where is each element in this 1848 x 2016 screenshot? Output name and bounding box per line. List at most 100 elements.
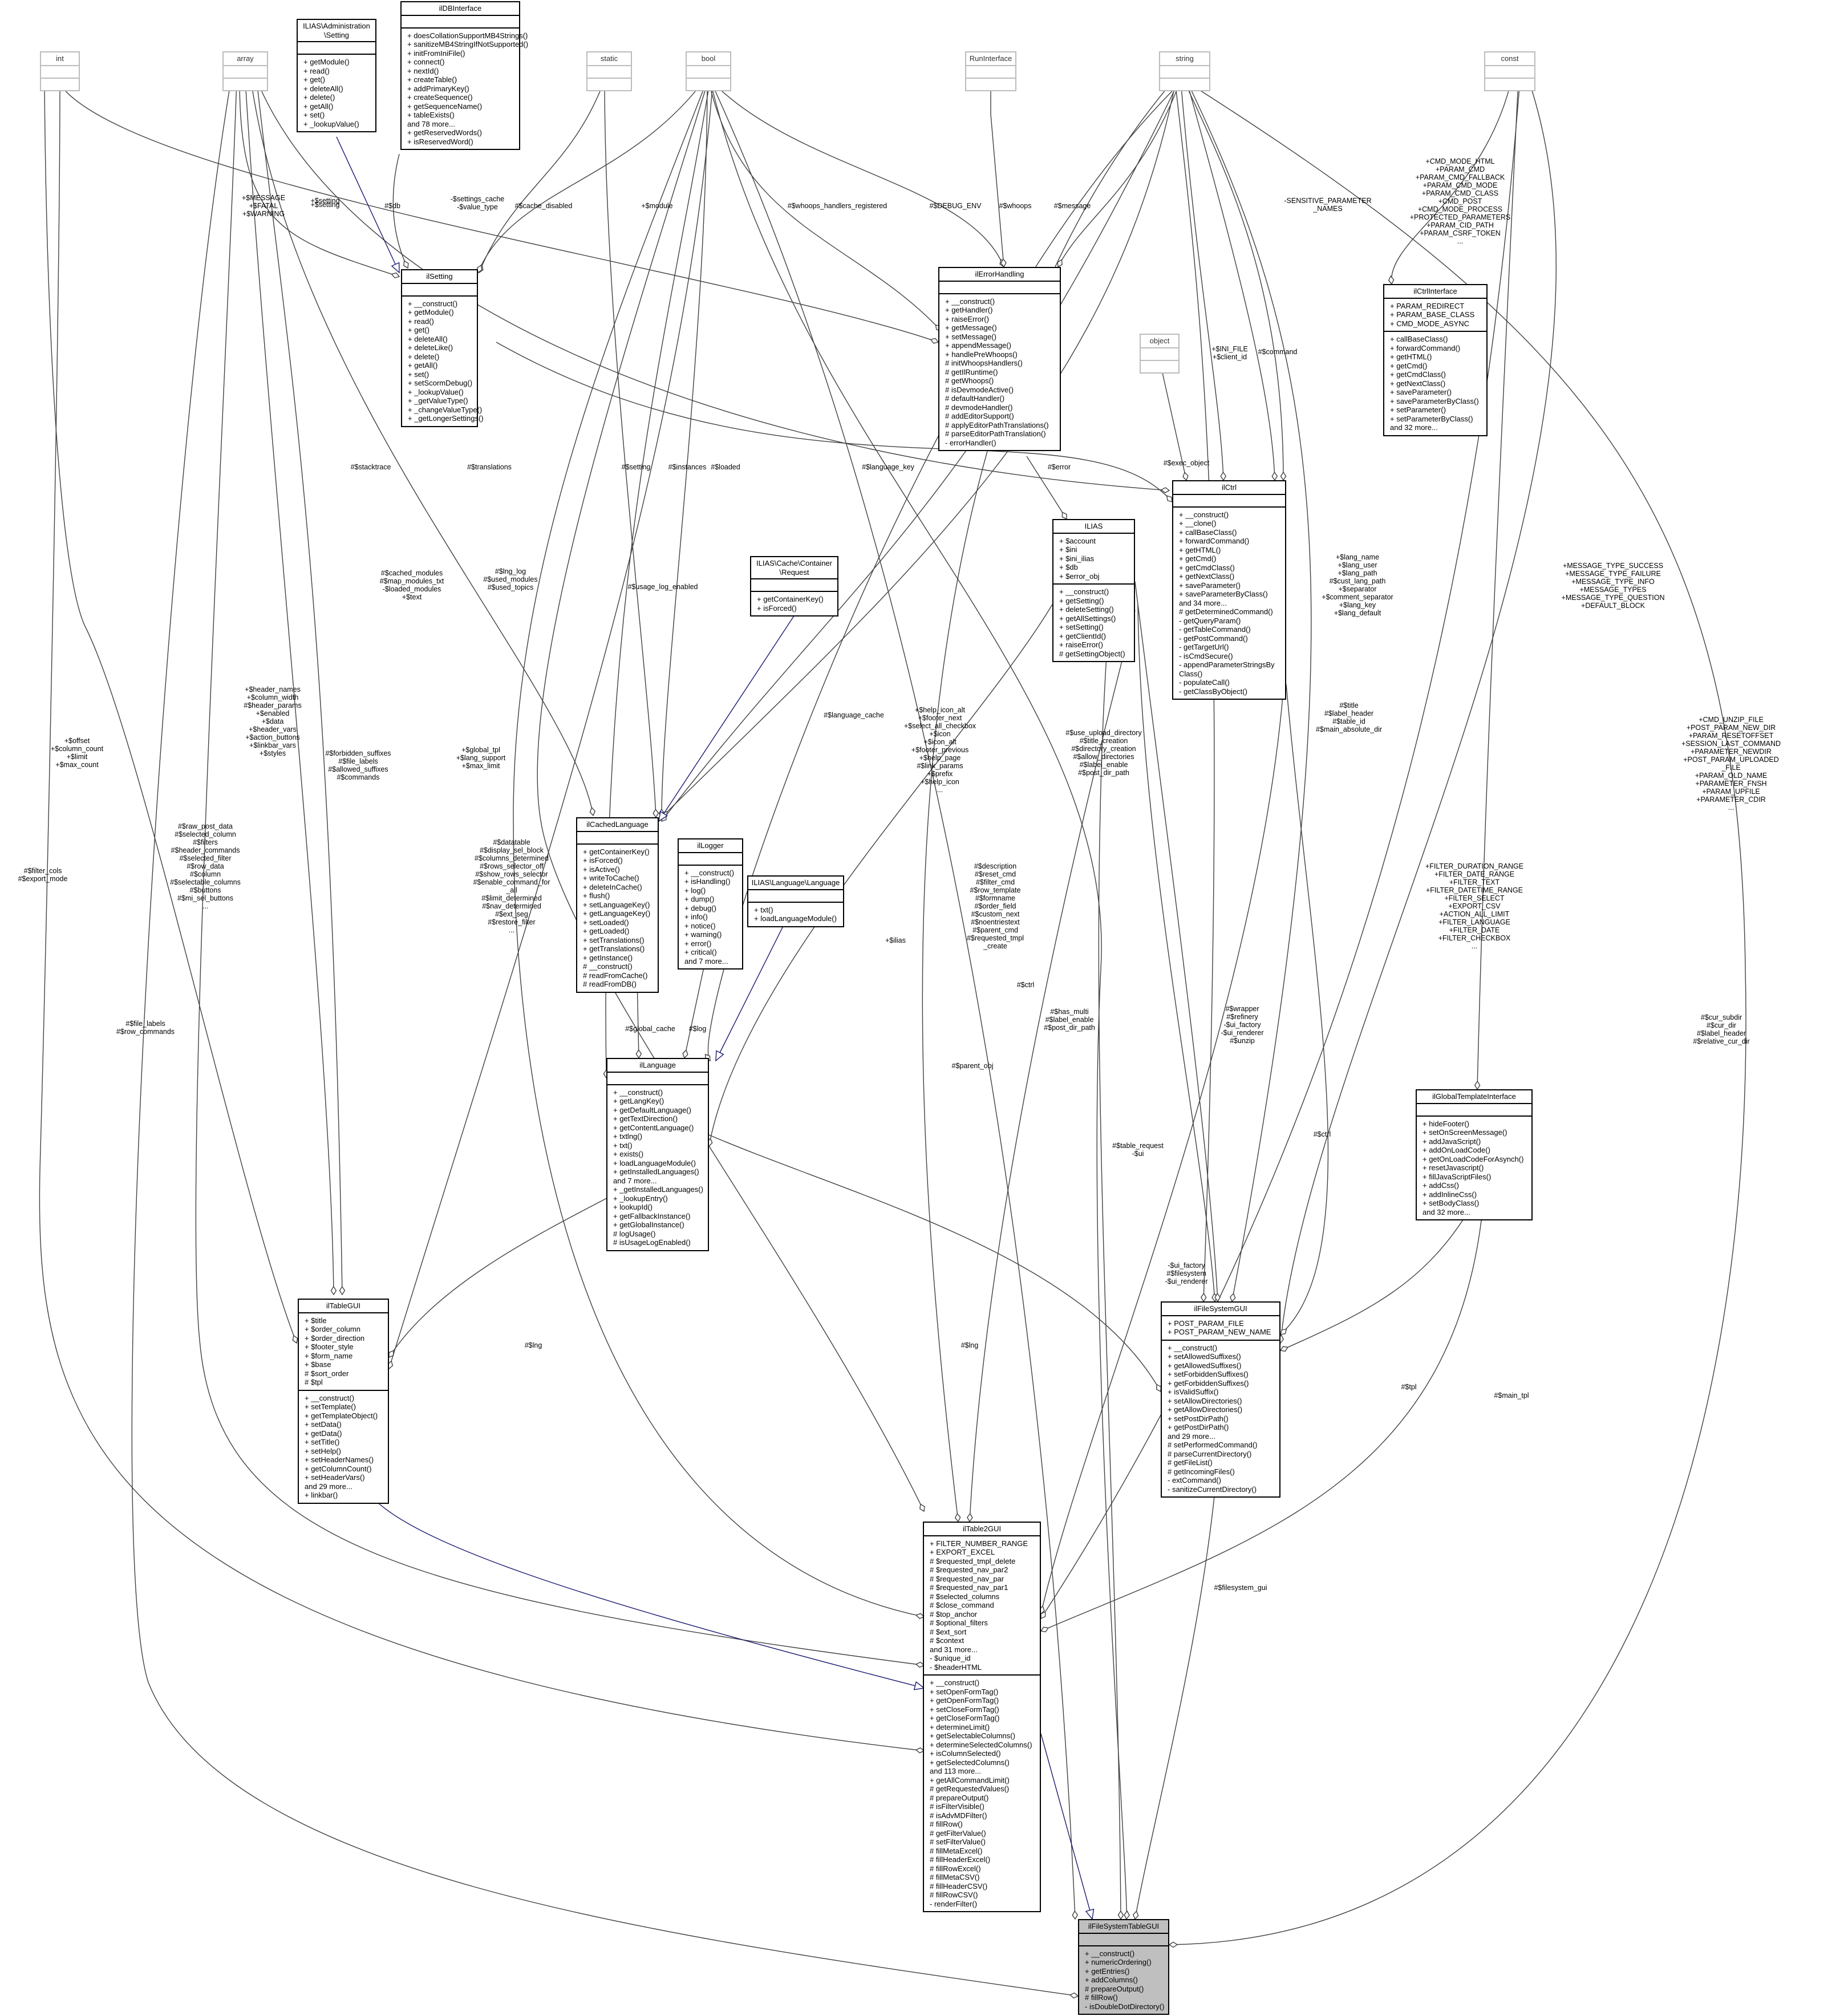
edge-label-static-instances: #$instances <box>668 463 707 471</box>
class-title-line: ilCachedLanguage <box>586 820 649 829</box>
edge-label-line: -$settings_cache <box>450 195 505 203</box>
edge-label-line: #$column <box>189 870 221 878</box>
class-box-int[interactable]: int <box>40 51 80 91</box>
attributes-section <box>402 14 519 27</box>
class-box-object[interactable]: object <box>1140 334 1180 374</box>
class-box-ilcachedlanguage[interactable]: ilCachedLanguage+ getContainerKey()+ isF… <box>576 817 659 993</box>
class-box-ilglobaltemplateinterface[interactable]: ilGlobalTemplateInterface+ hideFooter()+… <box>1416 1089 1533 1220</box>
method-entry: + addOnLoadCode() <box>1423 1146 1490 1154</box>
class-title-line: static <box>600 54 618 63</box>
class-title-line: object <box>1149 336 1170 345</box>
class-box-ilfilesystemgui[interactable]: ilFileSystemGUI+ POST_PARAM_FILE+ POST_P… <box>1161 1301 1280 1498</box>
edge-label-const-message-type: +MESSAGE_TYPE_SUCCESS+MESSAGE_TYPE_FAILU… <box>1562 562 1665 610</box>
class-box-ilctrl[interactable]: ilCtrl+ __construct()+ __clone()+ callBa… <box>1172 480 1286 700</box>
class-box-string[interactable]: string <box>1159 51 1210 91</box>
class-title-line: ilTable2GUI <box>962 1524 1002 1533</box>
class-box-illanguage[interactable]: ilLanguage+ __construct()+ getLangKey()+… <box>606 1058 709 1251</box>
edge-label-line: +POST_PARAM_UPLOADED <box>1683 756 1779 764</box>
association-edge-51 <box>1098 655 1121 1920</box>
attribute-entry: + $ini <box>1059 545 1077 554</box>
class-title-line: const <box>1501 54 1519 63</box>
class-box-ildbinterface[interactable]: ilDBInterface+ doesCollationSupportMB4St… <box>400 1 528 150</box>
edge-label-line: #$ext_seg <box>495 910 528 918</box>
edge-label-line: #$has_multi <box>1050 1008 1089 1016</box>
class-box-array[interactable]: array <box>222 51 268 91</box>
edge-label-line: #$lng_log <box>495 567 526 575</box>
class-title: ILIAS\Language\Language <box>748 877 843 889</box>
attributes-section <box>679 851 742 865</box>
class-title-line: RunInterface <box>969 54 1012 63</box>
method-entry: + getAllSettings() <box>1059 614 1116 623</box>
method-entry: + createTable() <box>407 75 457 84</box>
method-entry: + dump() <box>684 895 715 903</box>
edge-label-line: #$log <box>688 1025 707 1033</box>
class-box-iltablegui[interactable]: ilTableGUI+ $title+ $order_column+ $orde… <box>298 1299 389 1504</box>
method-entry: + getFallbackInstance() <box>613 1211 691 1220</box>
method-entry: # getSettingObject() <box>1059 649 1125 658</box>
class-box-container-request[interactable]: ILIAS\Cache\Container\Request+ getContai… <box>750 556 838 616</box>
attribute-entry: # $context <box>930 1636 964 1645</box>
edge-label-line: +$footer_previous <box>911 746 969 754</box>
method-entry: + getHTML() <box>1390 352 1432 361</box>
edge-label-line: #$setting <box>621 463 651 471</box>
method-entry: + setAllowDirectories() <box>1168 1396 1242 1405</box>
edge-label-line: #$title <box>1339 701 1359 709</box>
method-entry: + addColumns() <box>1085 1976 1138 1984</box>
method-entry: + getCmdClass() <box>1179 563 1235 572</box>
edge-label-line: #$columns_determined <box>475 854 549 862</box>
class-box-admin-setting[interactable]: ILIAS\Administration\Setting+ getModule(… <box>297 19 376 132</box>
class-box-ilias[interactable]: ILIAS+ $account+ $ini+ $ini_ilias+ $db+ … <box>1052 519 1135 662</box>
class-box-illogger[interactable]: ilLogger+ __construct()+ isHandling()+ l… <box>678 838 743 970</box>
edge-label-line: +$max_limit <box>461 762 500 770</box>
edge-label-line: +MESSAGE_TYPE_FAILURE <box>1565 570 1661 578</box>
association-edge-16 <box>710 79 1004 267</box>
aggregation-diamond <box>403 260 409 269</box>
class-box-ilsetting[interactable]: ilSetting+ __construct()+ getModule()+ r… <box>401 269 484 427</box>
method-entry: + info() <box>684 912 708 921</box>
method-entry: + getEntries() <box>1085 1966 1130 1976</box>
class-box-ilerrorhandling[interactable]: ilErrorHandling+ __construct()+ getHandl… <box>938 267 1061 451</box>
class-box-const[interactable]: const <box>1484 51 1535 91</box>
attributes-section <box>298 41 375 54</box>
class-box-static[interactable]: static <box>586 51 632 91</box>
method-entry: # fillHeaderCSV() <box>930 1881 988 1891</box>
method-entry: + linkbar() <box>305 1491 338 1499</box>
methods-section <box>687 77 730 90</box>
edge-label-line: +SESSION_LAST_COMMAND <box>1681 740 1781 748</box>
method-entry: # fillRowExcel() <box>930 1864 981 1873</box>
method-entry: # setPerformedCommand() <box>1168 1441 1258 1449</box>
method-entry: + flush() <box>583 891 610 900</box>
edge-label-line: -$ui_renderer <box>1221 1029 1264 1037</box>
association-edge-13 <box>477 79 705 273</box>
method-entry: # fillRow() <box>930 1820 963 1828</box>
method-entry: + deleteAll() <box>303 84 343 93</box>
method-entry: + getTextDirection() <box>613 1114 678 1123</box>
attribute-entry: - $unique_id <box>930 1654 971 1662</box>
aggregation-diamond <box>1168 1941 1178 1948</box>
method-entry: + notice() <box>684 921 716 930</box>
edge-label-line: -SENSITIVE_PARAMETER <box>1284 197 1372 205</box>
edge-label-line: #$header_params <box>244 701 302 709</box>
attribute-entry: + $footer_style <box>305 1342 354 1351</box>
association-edge-24 <box>1026 456 1067 520</box>
edge-label-error-ilias: #$error <box>1048 463 1071 471</box>
method-entry: # getFileList() <box>1168 1458 1213 1467</box>
method-entry: + deleteLike() <box>408 343 453 352</box>
method-entry: # getIncomingFiles() <box>1168 1467 1235 1476</box>
edge-label-line: #$filesystem <box>1166 1269 1206 1277</box>
class-box-ilfilesystemtablegui[interactable]: ilFileSystemTableGUI+ __construct()+ num… <box>1078 1919 1169 2015</box>
methods-section: + __construct()+ getSetting()+ deleteSet… <box>1053 583 1134 661</box>
edge-label-line: #$ctrl <box>1016 981 1035 989</box>
association-edge-3 <box>195 79 925 1666</box>
method-entry: - getClassByObject() <box>1179 687 1247 696</box>
class-box-bool[interactable]: bool <box>686 51 731 91</box>
class-box-runinterface[interactable]: RunInterface <box>965 51 1016 91</box>
class-box-ilctrlinterface[interactable]: ilCtrlInterface+ PARAM_REDIRECT+ PARAM_B… <box>1383 284 1488 436</box>
class-box-language-language[interactable]: ILIAS\Language\Language+ txt()+ loadLang… <box>747 875 844 927</box>
edge-label-bool-lang-log: #$lng_log#$used_modules#$used_topics <box>483 567 537 591</box>
class-title-line: bool <box>701 54 716 63</box>
edge-label-line: #$title_creation <box>1079 737 1128 745</box>
class-box-iltable2gui[interactable]: ilTable2GUI+ FILTER_NUMBER_RANGE+ EXPORT… <box>923 1522 1041 1912</box>
attribute-entry: and 31 more... <box>930 1645 978 1654</box>
class-title-line: ilDBInterface <box>439 4 482 13</box>
